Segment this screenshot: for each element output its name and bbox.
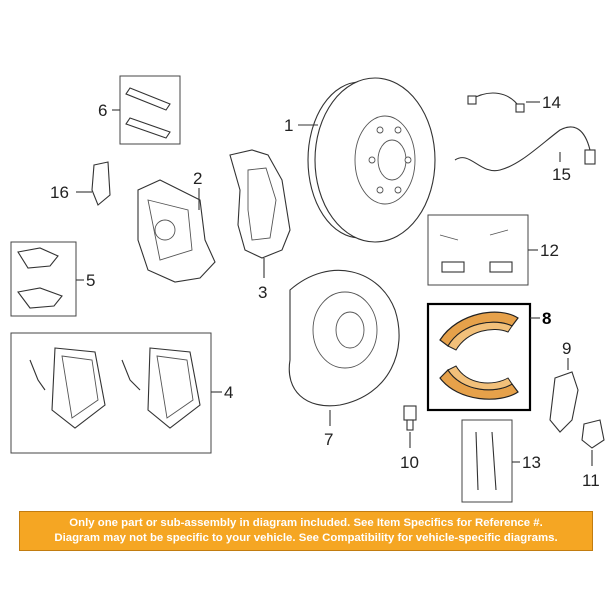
callout-4: 4 (224, 383, 233, 402)
speed-sensor (454, 126, 596, 172)
callout-2: 2 (193, 169, 202, 188)
hardware-kit (439, 229, 513, 273)
guide-pins (125, 87, 171, 139)
callout-11: 11 (582, 471, 600, 490)
wear-sensor (467, 92, 525, 113)
callout-5: 5 (86, 271, 95, 290)
callout-15: 15 (552, 165, 571, 184)
callout-7: 7 (324, 430, 333, 449)
dust-shield (288, 269, 400, 407)
callout-3: 3 (258, 283, 267, 302)
parking-brake-shoes (439, 311, 519, 400)
callout-14: 14 (542, 93, 561, 112)
clips-box (10, 241, 77, 317)
callout-6: 6 (98, 101, 107, 120)
bleeder-screw (403, 405, 417, 431)
callout-1: 1 (284, 116, 293, 135)
adjuster-lever (549, 371, 579, 433)
spring-kit-box (461, 419, 513, 503)
caliper-bracket (229, 149, 291, 259)
spring-kit (475, 431, 497, 491)
disclaimer-line-1: Only one part or sub-assembly in diagram… (69, 517, 543, 529)
mounting-bracket (91, 161, 111, 206)
brake-caliper (137, 179, 216, 283)
callout-13: 13 (522, 453, 541, 472)
pad-clips (17, 247, 63, 309)
callout-10: 10 (400, 453, 419, 472)
guide-pins-box (119, 75, 181, 145)
brake-pads (29, 347, 201, 429)
brake-rotor (307, 77, 436, 243)
pads-box (10, 332, 212, 454)
disclaimer-line-2: Diagram may not be specific to your vehi… (54, 532, 558, 544)
callout-16: 16 (50, 183, 69, 202)
disclaimer-banner: Only one part or sub-assembly in diagram… (19, 511, 593, 551)
strut-bracket (581, 419, 605, 449)
hardware-kit-box (427, 214, 529, 286)
callout-12: 12 (540, 241, 559, 260)
callout-8: 8 (542, 309, 551, 328)
callout-9: 9 (562, 339, 571, 358)
parking-brake-shoes-box (426, 302, 532, 412)
